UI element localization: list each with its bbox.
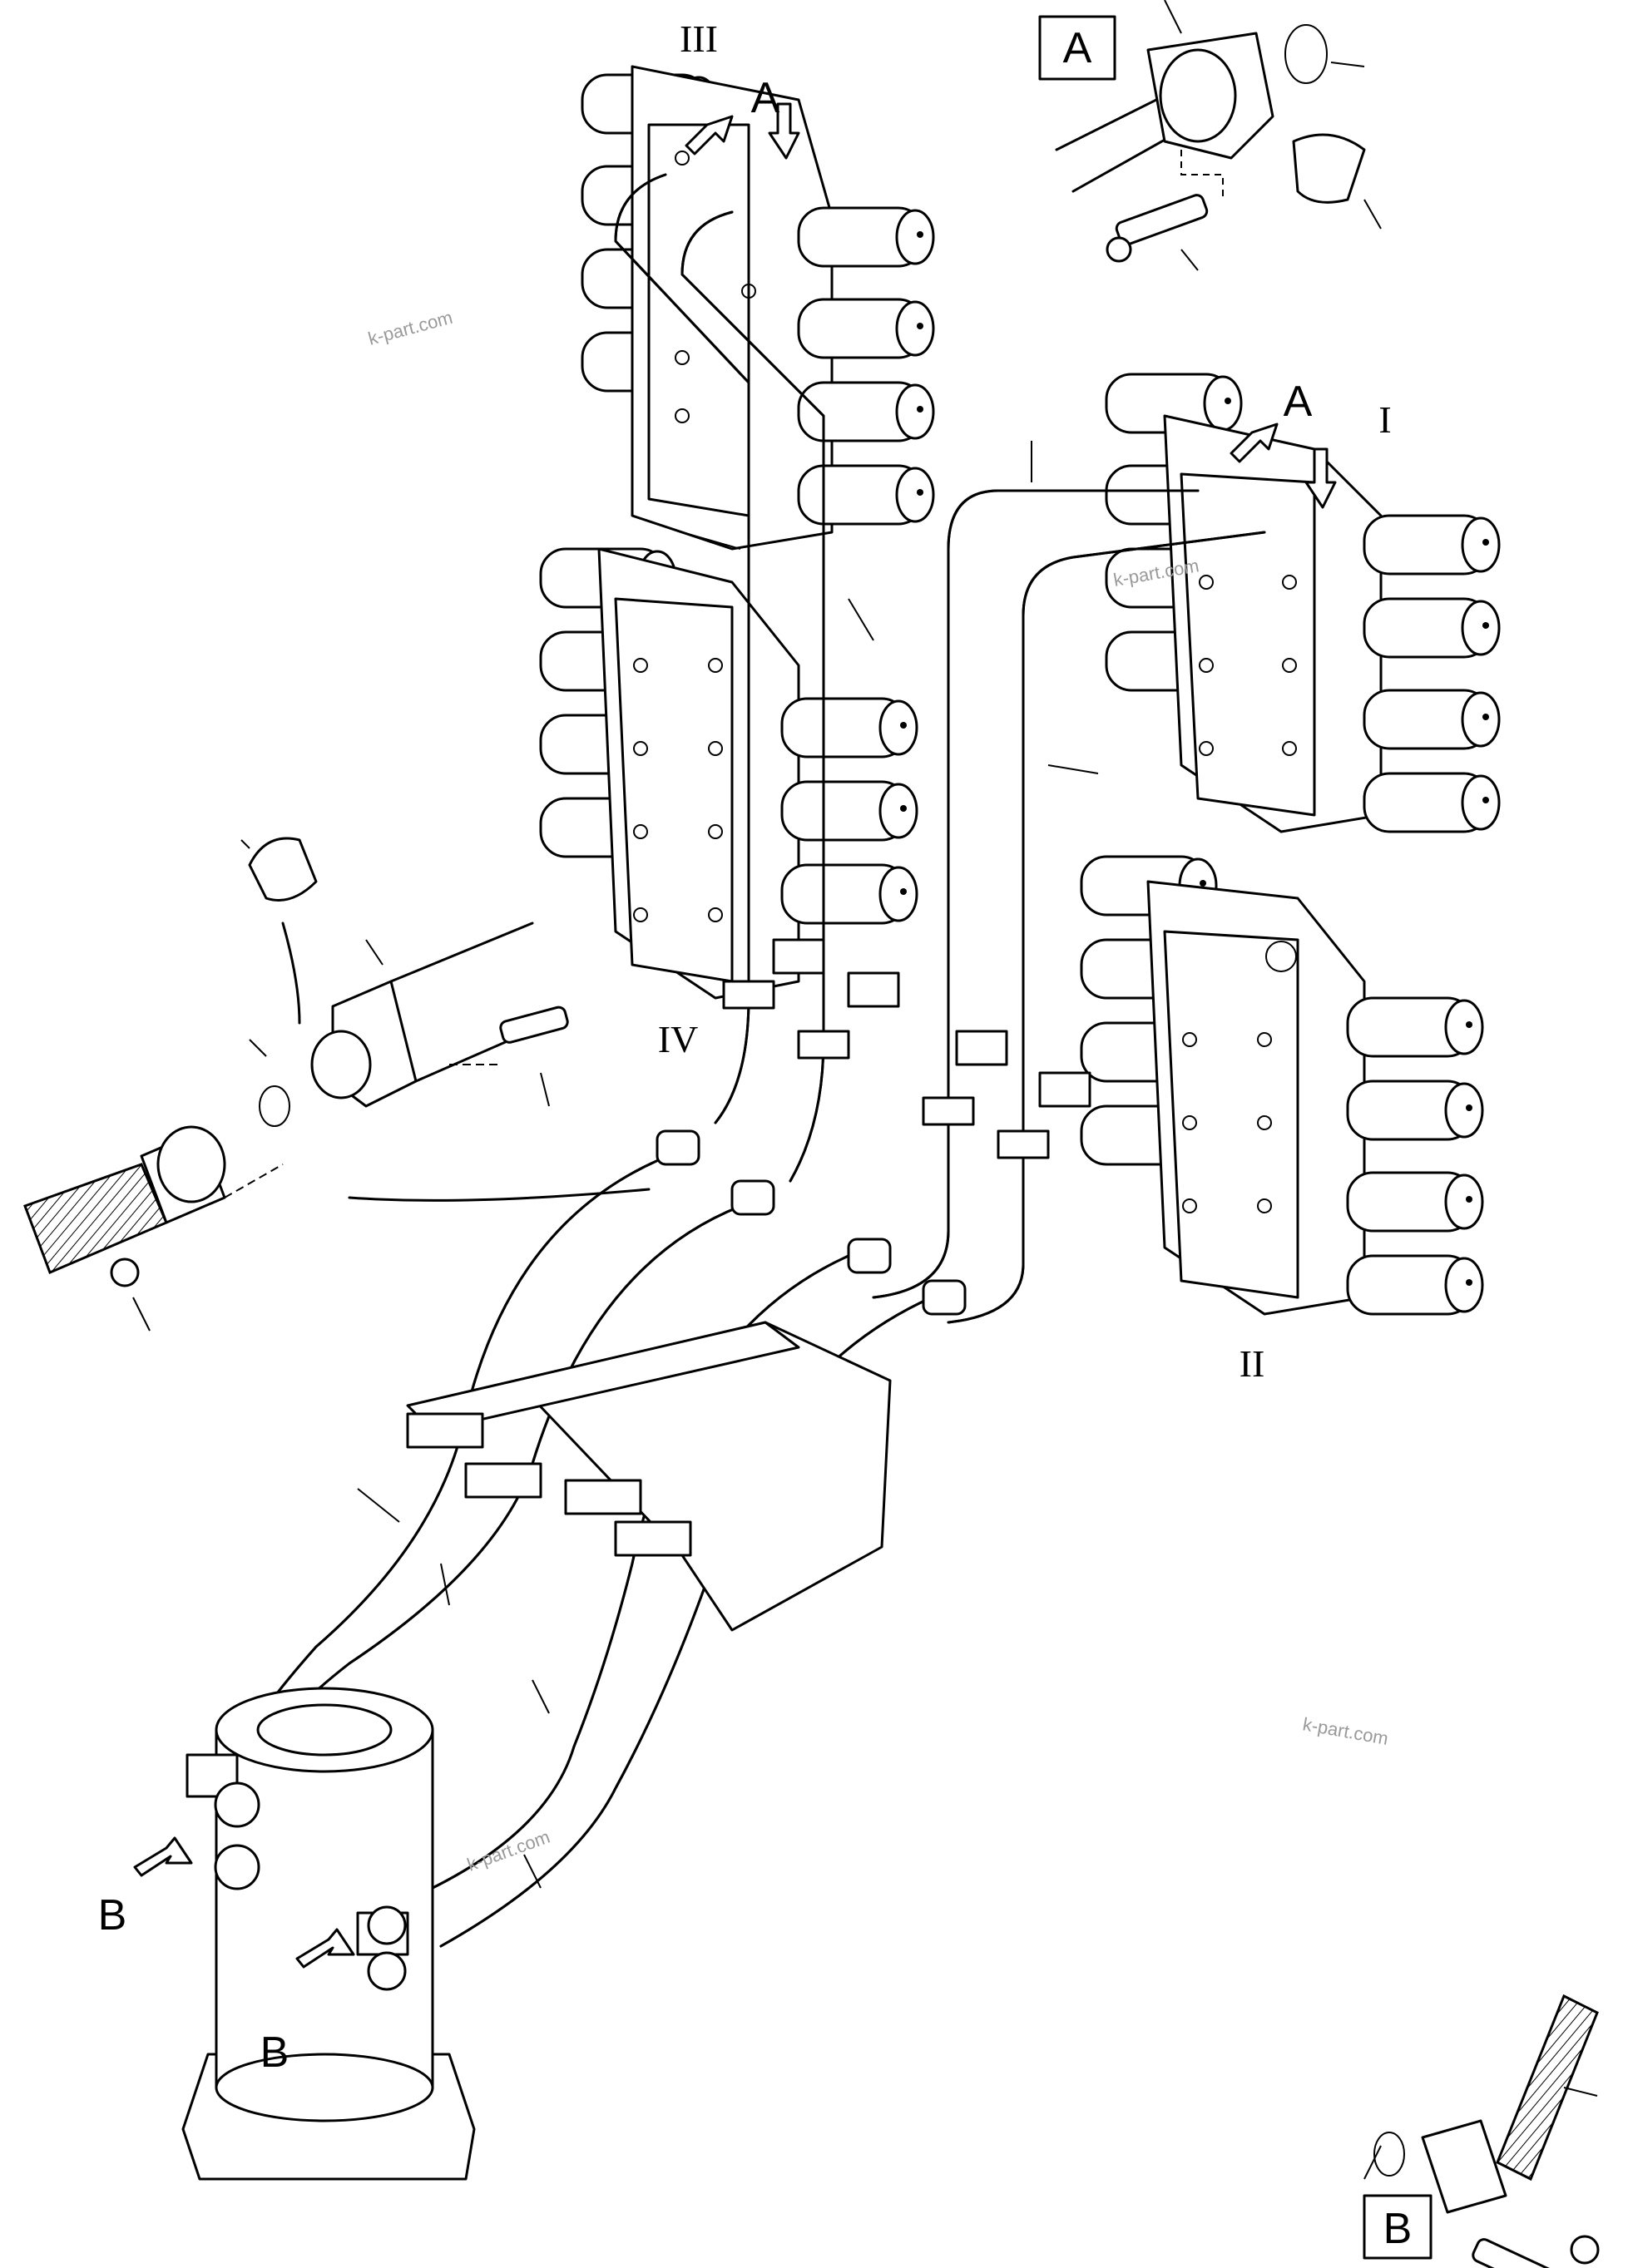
valve-block-iv: [539, 547, 918, 1000]
arrow-b-lower-label: B: [260, 2028, 289, 2077]
left-flange-detail: [23, 837, 651, 1287]
arrow-a-right-right: [1304, 447, 1337, 509]
arrow-b-lower: [295, 1928, 355, 1969]
detail-b-frame: [1363, 2194, 1433, 2260]
arrow-b-left-label: B: [98, 1891, 127, 1939]
callout-arrows: [133, 102, 1337, 1969]
hose-bracket: [406, 1321, 892, 1632]
swivel-joint: [181, 1687, 476, 2181]
detail-a-label: A: [1063, 24, 1092, 72]
detail-b-view: [1363, 1994, 1600, 2268]
watermark-4: k-part.com: [464, 1826, 552, 1875]
pipe-clamps: [722, 938, 1091, 1159]
watermark-1: k-part.com: [366, 307, 455, 349]
arrow-b-left: [133, 1836, 193, 1877]
block-iii-label: III: [680, 17, 718, 60]
arrow-a-right-label: A: [1284, 378, 1313, 426]
hose-fittings: [656, 1129, 967, 1316]
detail-b-label: B: [1383, 2205, 1413, 2253]
arrow-a-upper-label: A: [751, 74, 780, 122]
detail-a-frame: [1038, 15, 1116, 81]
block-i-label: I: [1378, 398, 1391, 441]
arrow-a-upper-right: [768, 102, 800, 160]
watermark-3: k-part.com: [1301, 1713, 1390, 1749]
arrow-a-upper-left: [685, 115, 734, 156]
valve-block-ii: [1080, 855, 1484, 1316]
block-ii-label: II: [1240, 1342, 1265, 1385]
valve-block-i: [1105, 373, 1501, 833]
arrow-a-right-left: [1230, 422, 1279, 463]
leader-lines: [132, 0, 1598, 2180]
detail-a-view: [1038, 15, 1366, 263]
block-iv-label: IV: [658, 1018, 699, 1060]
valve-block-iii: [581, 65, 935, 551]
